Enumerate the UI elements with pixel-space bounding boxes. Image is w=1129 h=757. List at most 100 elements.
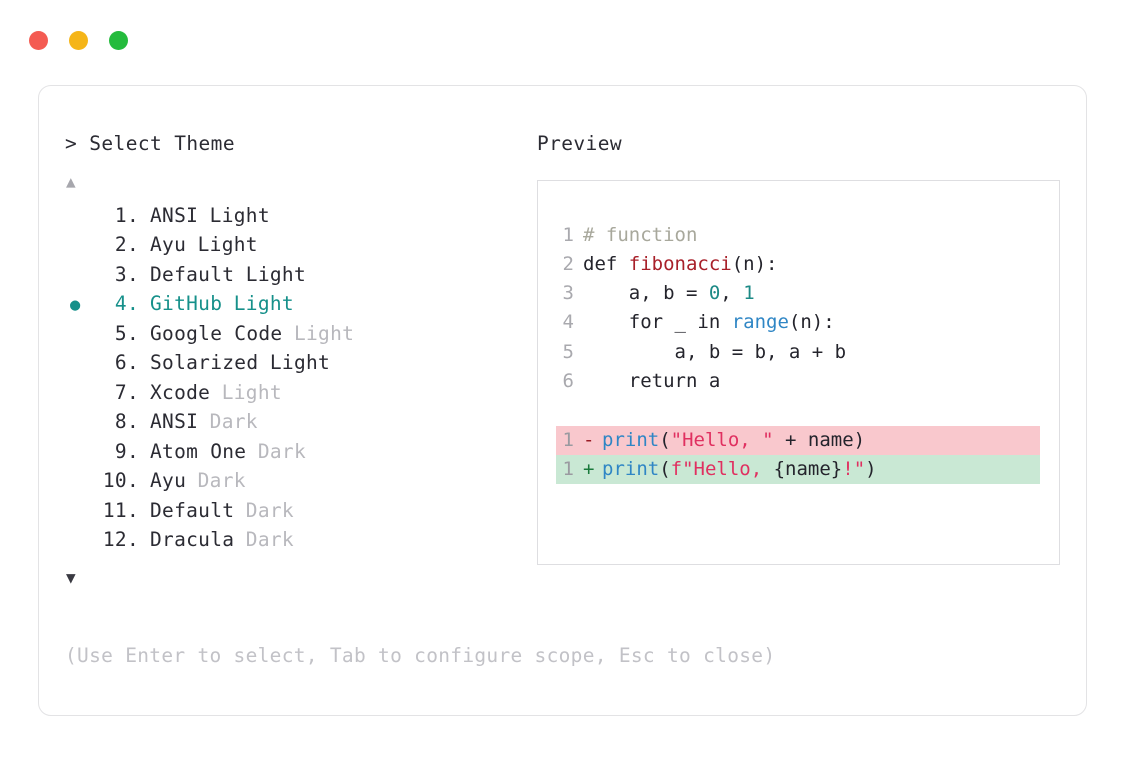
code-token: ( <box>659 428 671 451</box>
theme-item-name: ANSI <box>150 410 199 433</box>
theme-item-name: ANSI <box>150 203 199 227</box>
close-button[interactable] <box>29 31 48 50</box>
code-token: 1 <box>743 282 755 305</box>
code-line-text: a, b = 0, 1 <box>583 279 755 308</box>
theme-item-index: 11. <box>102 498 139 522</box>
theme-item-index: 4. <box>114 292 139 315</box>
selected-bullet-icon: ● <box>70 295 81 315</box>
theme-item-name: Default <box>150 498 235 522</box>
code-blank-line <box>556 396 1040 425</box>
theme-item-index: 3. <box>114 262 139 286</box>
preview-title: Preview <box>537 132 622 155</box>
code-line: 4 for _ in range(n): <box>556 308 1040 337</box>
theme-item-index: 8. <box>114 410 139 433</box>
maximize-button[interactable] <box>109 31 128 50</box>
line-number: 5 <box>562 340 574 363</box>
diff-sign: + <box>583 457 595 480</box>
code-token: a, b = <box>583 282 709 305</box>
theme-item-name: Dracula <box>150 528 235 551</box>
theme-item-variant: Dark <box>197 469 246 492</box>
code-token: # function <box>583 223 698 246</box>
theme-list-item[interactable]: ● 4. GitHub Light <box>65 292 535 322</box>
theme-list-item[interactable]: 11. Default Dark <box>65 499 535 529</box>
theme-item-variant: Light <box>209 203 270 227</box>
theme-item-index: 1. <box>114 203 139 227</box>
diff-line-removed: 1-print("Hello, " + name) <box>556 425 1040 455</box>
scroll-up-arrow-icon[interactable]: ▲ <box>66 171 76 191</box>
theme-item-variant: Light <box>197 233 258 256</box>
code-line: 5 a, b = b, a + b <box>556 338 1040 367</box>
code-token: {name} <box>773 457 843 480</box>
code-token: 0 <box>708 282 721 305</box>
theme-list-item[interactable]: 1. ANSI Light <box>65 204 535 234</box>
theme-list-item[interactable]: 8. ANSI Dark <box>65 410 535 440</box>
theme-item-name: Xcode <box>150 380 211 404</box>
code-token: print <box>602 457 660 480</box>
code-token: def <box>583 252 629 275</box>
theme-item-name: Ayu <box>150 233 187 256</box>
code-line-text: return a <box>583 367 721 396</box>
line-number: 3 <box>562 282 574 305</box>
code-token: a, b = b, a + b <box>583 340 847 363</box>
code-line-text: a, b = b, a + b <box>583 338 847 367</box>
theme-item-variant: Light <box>245 262 306 286</box>
code-token: fibonacci <box>628 252 732 275</box>
theme-item-variant: Dark <box>257 439 306 463</box>
minimize-button[interactable] <box>69 31 88 50</box>
code-token: , <box>720 282 744 305</box>
scroll-down-arrow-icon[interactable]: ▼ <box>66 567 76 587</box>
theme-item-name: Google Code <box>150 321 283 345</box>
code-token: ) <box>865 457 877 480</box>
theme-item-index: 12. <box>102 528 139 551</box>
line-number: 6 <box>562 369 574 392</box>
theme-item-name: GitHub <box>150 292 223 315</box>
theme-list-item[interactable]: 9. Atom One Dark <box>65 440 535 470</box>
line-number: 1 <box>562 428 574 451</box>
window-controls <box>29 31 128 50</box>
keyboard-hint: (Use Enter to select, Tab to configure s… <box>65 644 776 667</box>
code-line: 3 a, b = 0, 1 <box>556 279 1040 308</box>
theme-item-variant: Light <box>221 380 282 404</box>
theme-item-index: 9. <box>114 439 139 463</box>
theme-item-variant: Light <box>233 292 294 315</box>
code-token: !" <box>842 457 866 480</box>
code-token: (n): <box>788 311 835 334</box>
code-line-text: print("Hello, " + name) <box>602 426 865 455</box>
code-token: range <box>731 311 789 334</box>
theme-list-item[interactable]: 6. Solarized Light <box>65 351 535 381</box>
theme-list-item[interactable]: 2. Ayu Light <box>65 233 535 263</box>
theme-item-name: Atom One <box>150 439 247 463</box>
code-token: for _ in <box>583 311 732 334</box>
theme-item-variant: Light <box>269 351 331 374</box>
code-line: 2 def fibonacci(n): <box>556 250 1040 279</box>
theme-panel-title: > Select Theme <box>65 132 235 155</box>
line-number: 2 <box>562 252 574 275</box>
theme-item-name: Solarized <box>150 351 259 374</box>
diff-sign: - <box>583 428 595 451</box>
line-number: 1 <box>562 457 574 480</box>
theme-item-variant: Dark <box>209 410 258 433</box>
code-token: ( <box>659 457 671 480</box>
code-line: 6 return a <box>556 367 1040 396</box>
code-line-text: print(f"Hello, {name}!") <box>602 455 877 484</box>
theme-item-index: 6. <box>114 351 139 374</box>
code-token: (n): <box>731 252 778 275</box>
code-token: + name) <box>773 428 866 451</box>
diff-line-added: 1 + print(f"Hello, {name}!") <box>556 454 1040 485</box>
theme-item-variant: Dark <box>245 498 294 522</box>
theme-item-index: 2. <box>114 233 139 256</box>
code-line: 1# function <box>556 221 1040 250</box>
code-line-text: def fibonacci(n): <box>583 250 777 279</box>
line-number: 4 <box>562 311 574 334</box>
